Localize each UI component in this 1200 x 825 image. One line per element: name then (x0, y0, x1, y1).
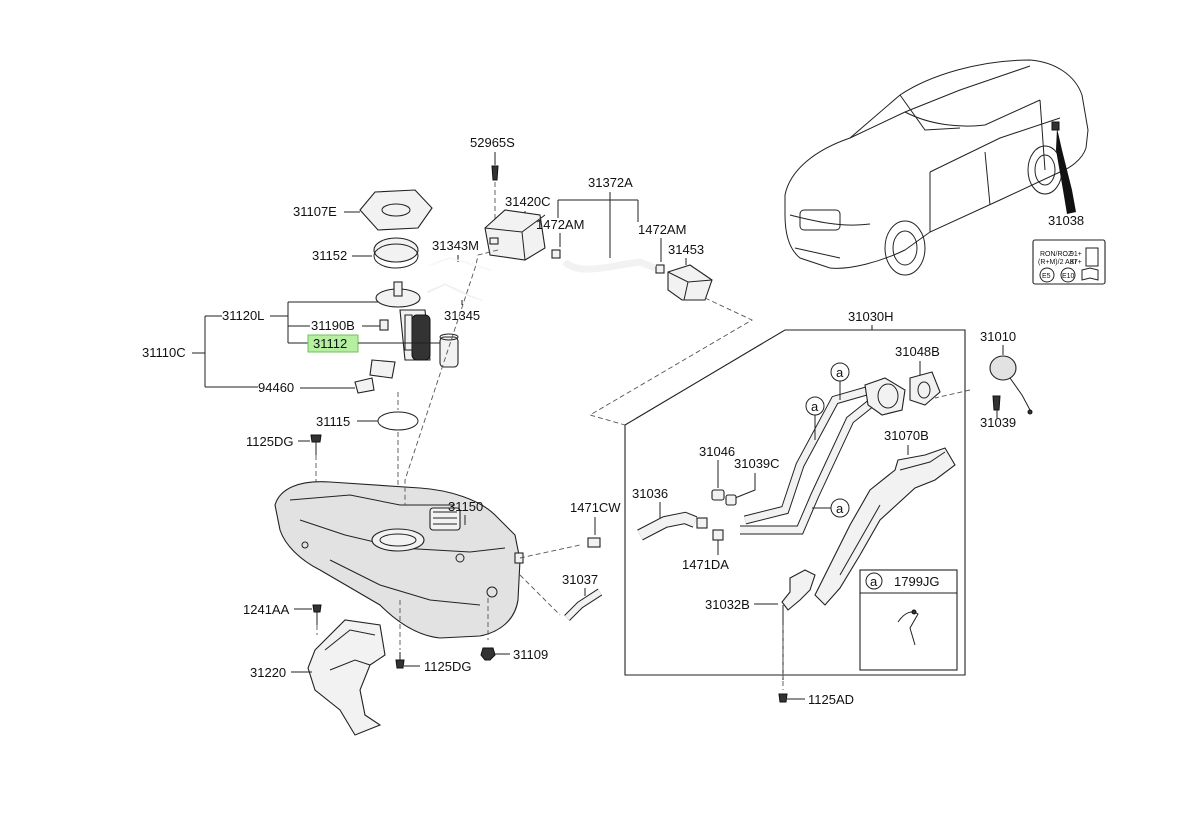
callout-a-2: a (805, 396, 825, 440)
svg-text:a: a (836, 365, 844, 380)
part-31453-filter (667, 264, 713, 301)
label-1472AM-right: 1472AM (638, 222, 686, 237)
part-31010-fuel-cap (989, 355, 1033, 415)
bolt-1241AA (312, 604, 322, 613)
fuel-sticker-aki: (R+M)/2 AKI (1038, 259, 1076, 266)
label-31046: 31046 (699, 444, 735, 459)
inset-1799JG: a 1799JG (859, 569, 958, 671)
hose-31037 (564, 589, 602, 621)
label-31190B: 31190B (311, 318, 355, 333)
part-31112-fuel-filter (439, 333, 459, 368)
label-94460: 94460 (258, 380, 294, 395)
callout-a-3: a (812, 498, 850, 518)
callout-a-1: a (830, 362, 850, 400)
label-31032B: 31032B (705, 597, 750, 612)
label-1471DA: 1471DA (682, 557, 729, 572)
label-31343M: 31343M (432, 238, 479, 253)
fuel-sticker-e10: E10 (1062, 273, 1075, 280)
label-52965S: 52965S (470, 135, 515, 150)
part-31190B (379, 319, 389, 331)
svg-text:a: a (811, 399, 819, 414)
bolt-1125AD (778, 693, 788, 703)
part-31152-lock-ring (373, 237, 419, 263)
part-31150-fuel-tank (274, 481, 524, 639)
clamp-1472AM-right (655, 264, 665, 274)
label-1125DG-bottom: 1125DG (424, 659, 471, 674)
bolt-1125DG-top (310, 434, 322, 443)
label-1471CW: 1471CW (570, 500, 621, 515)
label-31036: 31036 (632, 486, 668, 501)
label-31039: 31039 (980, 415, 1016, 430)
part-31046 (711, 489, 725, 501)
label-31048B: 31048B (895, 344, 940, 359)
part-31115-o-ring (377, 411, 419, 431)
label-31220: 31220 (250, 665, 286, 680)
svg-text:a: a (836, 501, 844, 516)
label-31372A: 31372A (588, 175, 633, 190)
part-94460-sender (354, 359, 396, 394)
label-1472AM-left: 1472AM (536, 217, 584, 232)
label-1125AD: 1125AD (808, 692, 854, 707)
part-filler-pipe-main (744, 386, 871, 524)
label-31115: 31115 (316, 414, 350, 429)
label-31110C: 31110C (142, 345, 186, 360)
clamp-31036 (696, 517, 708, 529)
hose-31036 (637, 512, 697, 540)
label-31120L: 31120L (222, 308, 264, 323)
label-31038: 31038 (1048, 213, 1084, 228)
label-31037: 31037 (562, 572, 598, 587)
fuel-sticker-aki-value: 87+ (1070, 259, 1082, 266)
part-31107E-gasket (359, 189, 433, 231)
part-31070B-protector (814, 447, 956, 606)
clamp-1472AM-left (551, 249, 561, 259)
label-31010: 31010 (980, 329, 1016, 344)
part-filler-pipe-vent (740, 397, 878, 534)
fuel-sticker-e5: E5 (1042, 273, 1051, 280)
part-filler-neck-head (864, 377, 906, 416)
part-31420C-canister (484, 209, 546, 261)
label-31453: 31453 (668, 242, 704, 257)
clamp-1471DA (712, 529, 724, 541)
part-31039 (992, 395, 1001, 411)
clamp-1471CW (587, 537, 601, 548)
label-1241AA: 1241AA (243, 602, 290, 617)
group-box-31030H (624, 329, 966, 676)
fuel-sticker: RON/ROZ 91+ (R+M)/2 AKI 87+ E5 E10 (1032, 239, 1106, 285)
hose-31372A (562, 258, 657, 273)
part-31048B-gasket (909, 371, 941, 406)
label-31152: 31152 (312, 248, 347, 263)
label-31420C: 31420C (505, 194, 551, 209)
label-31345: 31345 (444, 308, 480, 323)
part-31120L-fuel-pump-module (375, 281, 431, 361)
label-31107E: 31107E (293, 204, 337, 219)
part-31032B-bracket (781, 569, 816, 611)
label-31030H: 31030H (848, 309, 894, 324)
svg-text:a: a (870, 574, 878, 589)
label-31112[interactable]: 31112 (313, 336, 347, 351)
label-1125DG-top: 1125DG (246, 434, 293, 449)
label-1799JG: 1799JG (894, 574, 940, 589)
fuel-sticker-ron: RON/ROZ (1040, 251, 1073, 258)
label-31070B: 31070B (884, 428, 929, 443)
label-31039C: 31039C (734, 456, 780, 471)
label-31109: 31109 (513, 647, 548, 662)
nut-31109 (480, 647, 496, 661)
bolt-52965S (491, 165, 499, 181)
car-illustration (784, 59, 1089, 276)
part-31220-heat-shield (307, 619, 386, 736)
label-31150: 31150 (448, 499, 483, 514)
bolt-1125DG-bottom (395, 659, 405, 669)
fuel-sticker-ron-value: 91+ (1070, 251, 1082, 258)
part-31039C (725, 494, 737, 506)
